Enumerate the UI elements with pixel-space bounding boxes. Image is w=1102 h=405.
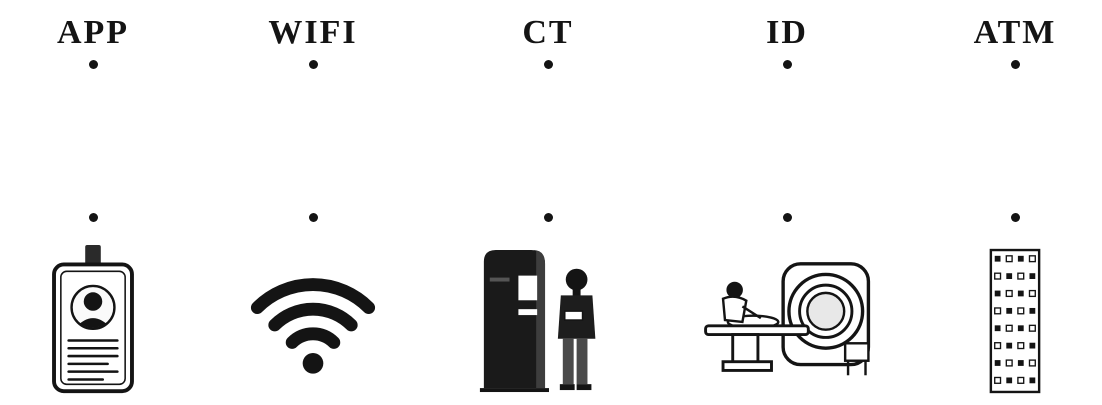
id-badge-icon [0, 238, 193, 403]
match-column-4: ID [677, 0, 897, 405]
term-connector-dot[interactable] [1010, 60, 1020, 69]
term-label-ct: CT [522, 14, 574, 51]
term-label-id: ID [766, 14, 808, 51]
atm-kiosk-icon [448, 238, 648, 403]
picture-connector-dot[interactable] [88, 213, 98, 222]
match-column-1: APP [0, 0, 203, 405]
term-label-wifi: WIFI [268, 14, 358, 51]
term-label-app: APP [56, 14, 130, 51]
wifi-signal-icon [213, 238, 413, 403]
answer-gap [905, 69, 1102, 207]
match-column-5: ATM [905, 0, 1102, 405]
picture-connector-dot[interactable] [782, 213, 792, 222]
term-connector-dot[interactable] [782, 60, 792, 69]
answer-gap [203, 69, 423, 207]
answer-gap [677, 69, 897, 207]
app-menu-grid-icon [915, 238, 1102, 403]
match-column-3: CT [438, 0, 658, 405]
picture-connector-dot[interactable] [1010, 213, 1020, 222]
term-label-atm: ATM [973, 14, 1057, 51]
match-column-2: WIFI [203, 0, 423, 405]
picture-connector-dot[interactable] [308, 213, 318, 222]
ct-scanner-icon [687, 238, 887, 403]
term-connector-dot[interactable] [308, 60, 318, 69]
answer-gap [438, 69, 658, 207]
term-connector-dot[interactable] [88, 60, 98, 69]
answer-gap [0, 69, 203, 207]
term-connector-dot[interactable] [543, 60, 553, 69]
picture-connector-dot[interactable] [543, 213, 553, 222]
